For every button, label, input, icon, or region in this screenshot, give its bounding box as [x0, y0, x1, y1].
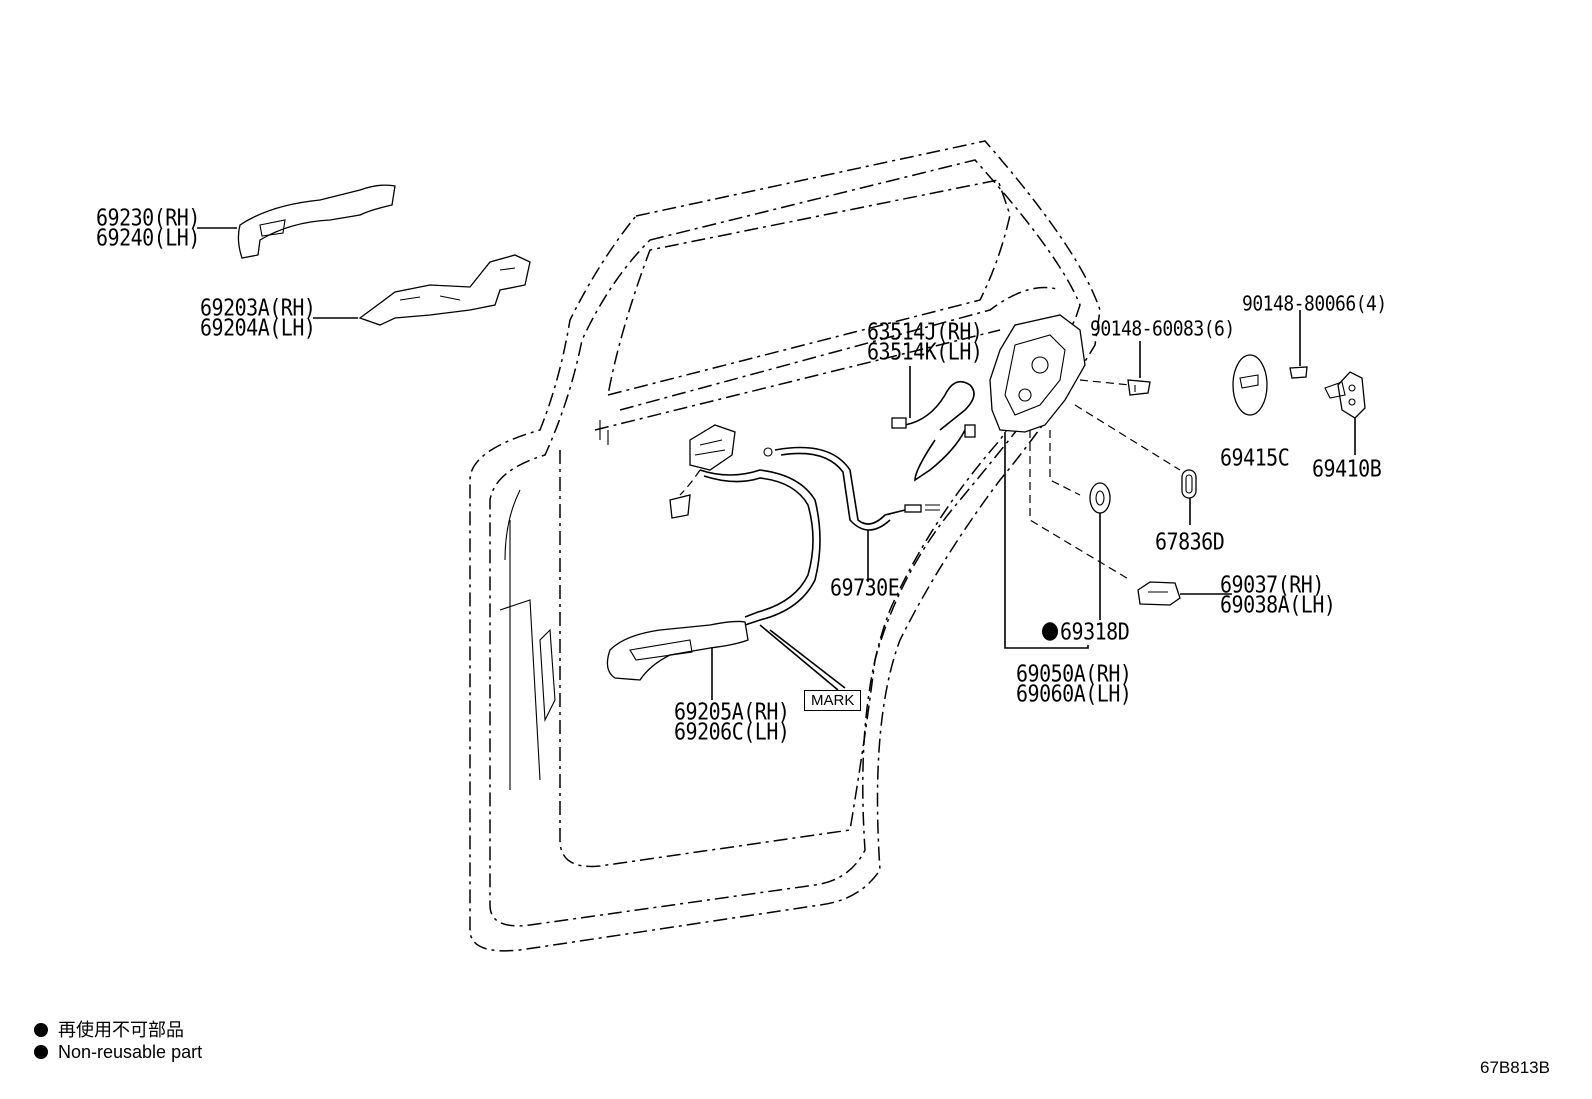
mark-leaders [759, 624, 846, 691]
striker-69410b [1289, 310, 1366, 455]
label-69206c: 69206C(LH) [674, 717, 790, 746]
bracket-69037 [1137, 581, 1232, 606]
label-69203a: 69203A(RH) [200, 293, 316, 322]
label-69318d-text: 69318D [1060, 617, 1130, 646]
non-reusable-marker [1042, 622, 1058, 641]
inside-handle [606, 620, 749, 700]
legend-japanese: 再使用不可部品 [34, 1016, 184, 1042]
legend-english-text: Non-reusable part [58, 1042, 203, 1062]
cover-69415c [1232, 354, 1268, 416]
outside-handle-frame [313, 254, 531, 326]
label-90148-80066: 90148-80066(4) [1242, 291, 1387, 316]
legend-english: Non-reusable part [34, 1042, 202, 1063]
inside-handle-cable [669, 424, 821, 626]
label-69730e: 69730E [830, 573, 900, 602]
wire-harness-63514j [891, 366, 976, 482]
label-69230: 69230(RH) [96, 203, 200, 232]
washer-69318d [1089, 482, 1111, 620]
diagram-code: 67B813B [1480, 1058, 1550, 1077]
cable-69730e [763, 446, 940, 582]
label-63514k: 63514K(LH) [867, 337, 983, 366]
door-lock-assembly [989, 314, 1181, 649]
label-69050a: 69050A(RH) [1016, 659, 1132, 688]
label-69060a: 69060A(LH) [1016, 679, 1132, 708]
outside-handle [197, 184, 396, 259]
label-69318d: 69318D [1042, 617, 1130, 646]
label-69038a: 69038A(LH) [1220, 590, 1336, 619]
legend-japanese-text: 再使用不可部品 [58, 1020, 184, 1040]
mark-box: MARK [804, 690, 862, 711]
label-67836d: 67836D [1155, 527, 1225, 556]
label-69410b: 69410B [1312, 454, 1382, 483]
label-63514j: 63514J(RH) [867, 317, 983, 346]
grommet-67836d [1181, 469, 1197, 525]
label-69037: 69037(RH) [1220, 570, 1324, 599]
label-69240: 69240(LH) [96, 223, 200, 252]
label-69205a: 69205A(RH) [674, 697, 790, 726]
label-90148-60083: 90148-60083(6) [1090, 316, 1235, 341]
legend-dot-icon [34, 1045, 48, 1059]
screw-60083 [1127, 341, 1151, 396]
label-69204a: 69204A(LH) [200, 313, 316, 342]
legend-dot-icon [34, 1023, 48, 1037]
label-69415c: 69415C [1220, 443, 1290, 472]
